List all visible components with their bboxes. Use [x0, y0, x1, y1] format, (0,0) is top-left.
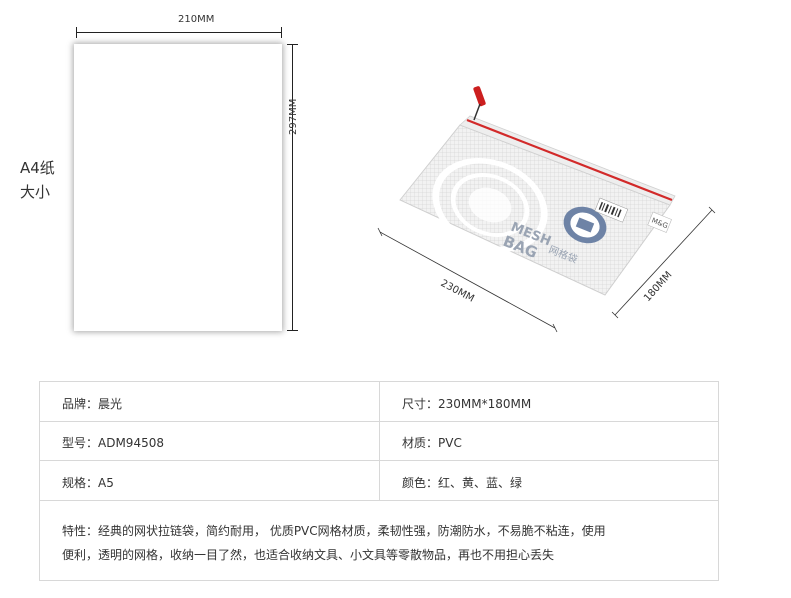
bag-badge-print — [563, 206, 607, 244]
bag-height-dimension-line — [614, 209, 713, 316]
bag-width-tick-end — [552, 323, 558, 333]
bag-barcode-label — [594, 197, 629, 223]
spec-brand: 品牌：晨光 — [62, 397, 123, 411]
bag-height-tick-start — [611, 311, 619, 319]
paper-height-dimension-line — [287, 44, 298, 331]
spec-column-divider — [379, 382, 380, 500]
bag-height-label: 180MM — [642, 270, 674, 304]
paper-height-label: 297MM — [288, 99, 299, 135]
spec-feature-line2: 便利，透明的网格，收纳一目了然，也适合收纳文具、小文具等零散物品，再也不用担心丢… — [62, 548, 555, 562]
mesh-bag-svg: MESH BAG 网格袋 M&G 230MM 180MM — [377, 86, 716, 333]
a4-caption-line2: 大小 — [20, 183, 51, 201]
spec-feature-line1: 特性：经典的网状拉链袋，简约耐用， 优质PVC网格材质，柔韧性强，防潮防水，不易… — [62, 524, 606, 538]
bag-width-dimension-line — [379, 231, 556, 329]
bag-circle-print — [432, 158, 548, 252]
paper-width-dimension-line — [76, 27, 282, 38]
spec-table: 品牌：晨光 尺寸：230MM*180MM 型号：ADM94508 材质：PVC … — [39, 381, 719, 581]
a4-caption-line1: A4纸 — [20, 159, 55, 177]
spec-size: 尺寸：230MM*180MM — [402, 397, 532, 411]
paper-width-label: 210MM — [178, 14, 215, 25]
paper-height-text: 297MM — [288, 98, 299, 135]
a4-caption: A4纸 大小 — [20, 156, 55, 204]
bag-brand-tag: M&G — [647, 211, 672, 233]
a4-paper-illustration — [74, 44, 282, 331]
bag-height-tick-end — [708, 206, 716, 214]
spec-row-3: 规格：A5 颜色：红、黄、蓝、绿 — [40, 461, 718, 501]
spec-color: 颜色：红、黄、蓝、绿 — [402, 476, 523, 490]
zipper-pull — [473, 86, 486, 107]
spec-model: 型号：ADM94508 — [62, 436, 164, 450]
spec-format: 规格：A5 — [62, 476, 114, 490]
spec-row-1: 品牌：晨光 尺寸：230MM*180MM — [40, 382, 718, 422]
zipper-red-line — [466, 118, 673, 202]
spec-material: 材质：PVC — [402, 436, 462, 450]
zipper-slider — [473, 103, 481, 121]
bag-width-tick-start — [377, 227, 383, 237]
spec-feature: 特性：经典的网状拉链袋，简约耐用， 优质PVC网格材质，柔韧性强，防潮防水，不易… — [62, 519, 682, 567]
mesh-bag-illustration: MESH BAG 网格袋 M&G 230MM 180MM — [370, 80, 730, 340]
